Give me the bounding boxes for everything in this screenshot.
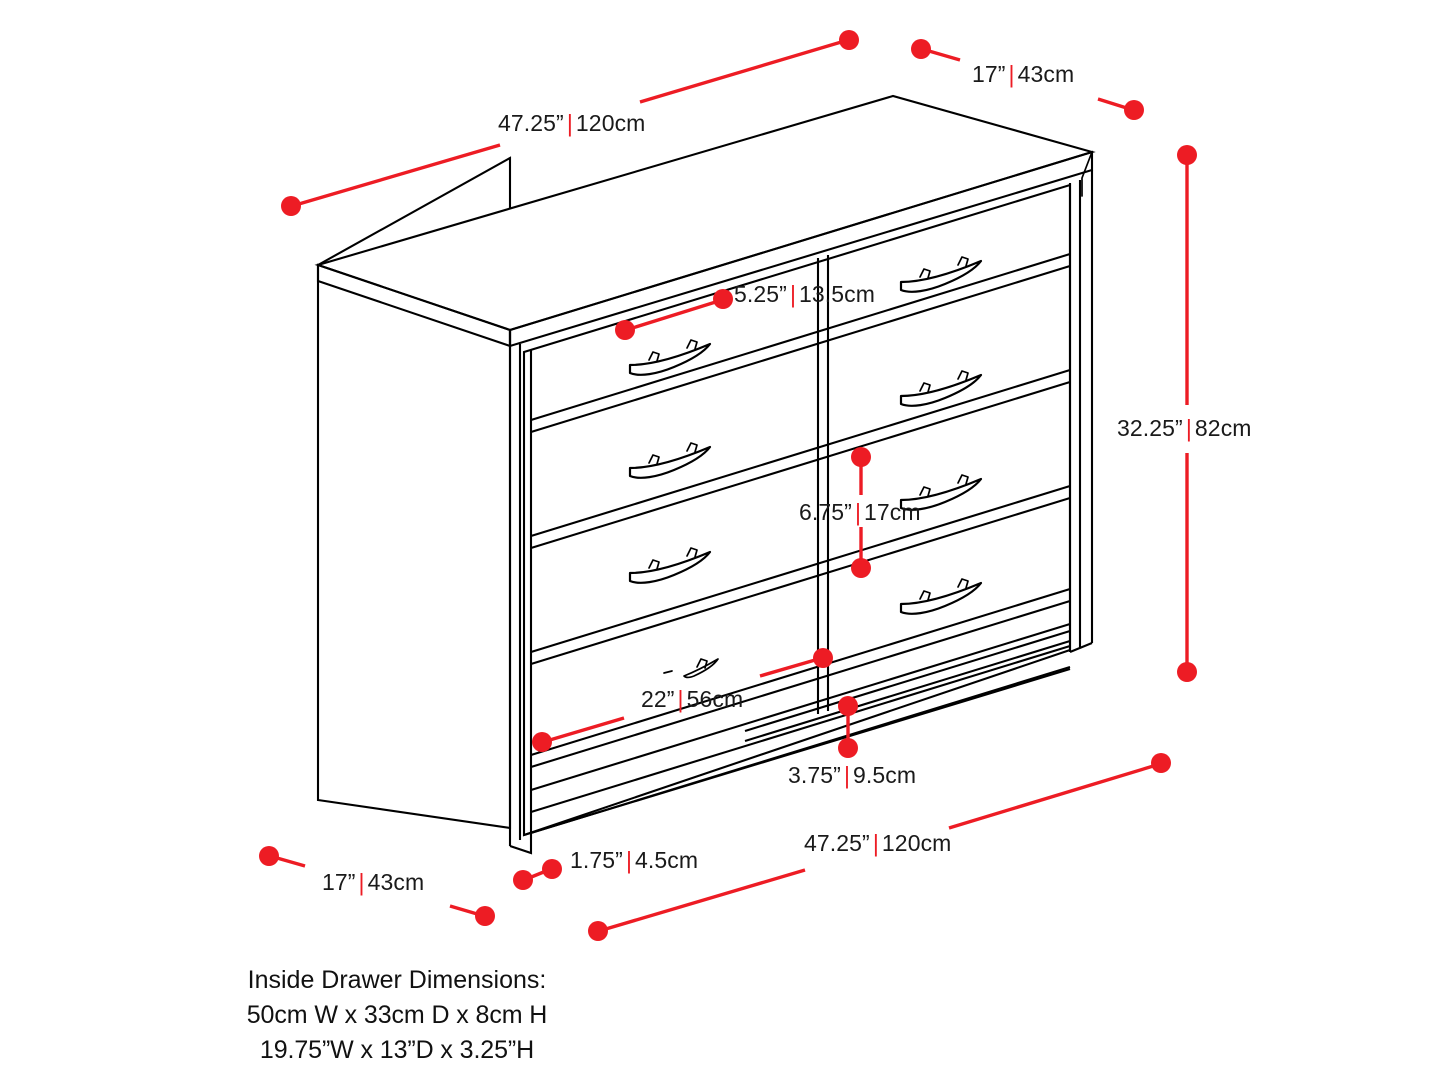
- inside-drawer-imperial: 19.75”W x 13”D x 3.25”H: [259, 1036, 535, 1064]
- top-bevel-right: [1081, 151, 1093, 197]
- leader-base-width: [588, 753, 1171, 941]
- left-post-foot: [509, 833, 533, 855]
- handle-row2-left: [628, 442, 712, 479]
- right-post-foot: [1069, 642, 1093, 653]
- handle-row3-right: [899, 474, 983, 511]
- dimension-label-top-width: 47.25”|120cm: [498, 109, 646, 137]
- base-reveal-right-2: [744, 629, 1071, 733]
- rail-1a: [530, 252, 1071, 422]
- drawer-height-mid-metric: 17cm: [864, 499, 921, 525]
- overall-height-metric: 82cm: [1194, 415, 1252, 441]
- drawer-height-mid-imperial: 6.75”: [799, 499, 852, 525]
- drawer-width-metric: 56cm: [686, 686, 744, 712]
- handle-row1-right: [899, 256, 983, 293]
- top-depth-metric: 43cm: [1017, 61, 1075, 87]
- dimension-label-panel-thickness: 1.75”|4.5cm: [570, 846, 699, 874]
- handle-row3-left: [628, 547, 712, 584]
- plinth-face-lower: [523, 667, 1071, 837]
- dimension-label-base-width: 47.25”|120cm: [804, 829, 952, 857]
- inside-drawer-metric: 50cm W x 33cm D x 8cm H: [246, 1001, 548, 1029]
- base-rail-imperial: 3.75”: [788, 762, 841, 788]
- leader-drawer-height-mid: [851, 447, 871, 578]
- base-depth-imperial: 17”: [322, 869, 356, 895]
- unit-separator: |: [872, 829, 879, 857]
- leader-base-rail-height: [838, 696, 858, 758]
- panel-thickness-metric: 4.5cm: [635, 847, 699, 873]
- drawer-divider-rails: [530, 252, 1071, 769]
- rail-3a: [530, 484, 1071, 654]
- handle-row1-left: [628, 339, 712, 376]
- base-rail-top: [530, 622, 1071, 792]
- rail-2a: [530, 368, 1071, 538]
- leader-base-depth: [259, 846, 495, 926]
- dimension-label-base-rail-height: 3.75”|9.5cm: [788, 761, 917, 789]
- drawer-height-top-imperial: 5.25”: [734, 281, 787, 307]
- dimension-label-overall-height: 32.25”|82cm: [1117, 414, 1252, 442]
- unit-separator: |: [677, 685, 684, 713]
- leader-overall-height: [1177, 145, 1197, 682]
- unit-separator: |: [789, 280, 797, 308]
- leader-top-width: [281, 30, 859, 216]
- leader-panel-thickness: [513, 859, 562, 890]
- top-width-metric: 120cm: [575, 110, 646, 136]
- dimension-label-drawer-width: 22”|56cm: [641, 685, 744, 713]
- leader-drawer-width: [532, 648, 833, 752]
- right-front-post: [1068, 170, 1094, 652]
- top-depth-imperial: 17”: [972, 61, 1006, 87]
- top-width-imperial: 47.25”: [498, 110, 564, 136]
- drawer-handles: [628, 256, 983, 679]
- dimension-label-top-depth: 17”|43cm: [972, 60, 1075, 88]
- base-rail-bottom: [530, 644, 1071, 814]
- handle-row4-right: [899, 578, 983, 615]
- overall-height-imperial: 32.25”: [1117, 415, 1183, 441]
- base-width-metric: 120cm: [881, 830, 952, 856]
- rail-4a: [530, 587, 1071, 757]
- rail-3b: [530, 496, 1071, 666]
- rail-4b: [530, 599, 1071, 769]
- panel-thickness-imperial: 1.75”: [570, 847, 623, 873]
- left-front-post: [508, 330, 533, 846]
- handle-row4-left: [663, 658, 719, 679]
- drawer-width-imperial: 22”: [641, 686, 675, 712]
- unit-separator: |: [843, 761, 851, 789]
- inside-drawer-heading: Inside Drawer Dimensions:: [247, 966, 547, 994]
- base-width-imperial: 47.25”: [804, 830, 870, 856]
- cabinet-body: [314, 94, 1096, 855]
- leader-top-depth: [911, 39, 1144, 120]
- base-rail-metric: 9.5cm: [853, 762, 917, 788]
- unit-separator: |: [1008, 60, 1015, 88]
- unit-separator: |: [358, 868, 365, 896]
- dimension-label-drawer-height-top: 5.25”|13.5cm: [734, 280, 876, 308]
- rail-2b: [530, 380, 1071, 550]
- base-reveal-right: [744, 639, 1071, 743]
- center-divider: [816, 255, 830, 714]
- inside-drawer-dimensions-caption: Inside Drawer Dimensions: 50cm W x 33cm …: [232, 963, 562, 1068]
- dimension-leaders: [259, 30, 1197, 941]
- dimension-label-drawer-height-mid: 6.75”|17cm: [799, 498, 921, 526]
- drawer-height-top-metric: 13.5cm: [799, 281, 876, 307]
- unit-separator: |: [566, 109, 573, 137]
- rail-1b: [530, 264, 1071, 434]
- dimension-label-base-depth: 17”|43cm: [322, 868, 425, 896]
- unit-separator: |: [625, 846, 633, 874]
- unit-separator: |: [854, 498, 862, 526]
- leader-drawer-height-top: [615, 289, 733, 340]
- unit-separator: |: [1185, 414, 1192, 442]
- handle-row2-right: [899, 370, 983, 407]
- base-depth-metric: 43cm: [367, 869, 425, 895]
